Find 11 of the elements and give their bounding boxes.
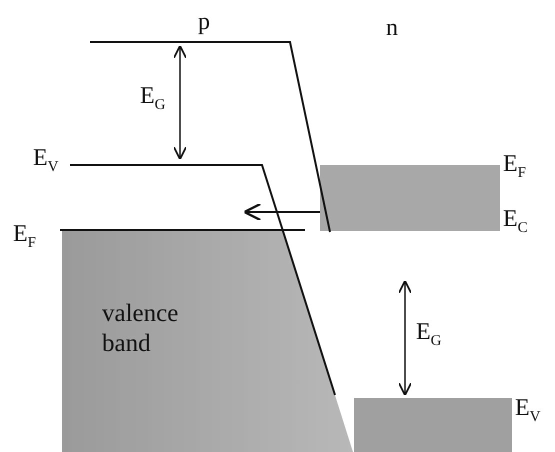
energy-level-label: E$_{V}$ [33,146,59,175]
arrow [243,202,320,222]
energy-level-label: E$_{F}$ [13,222,36,251]
energy-gap-label: E$_{G}$ [140,84,166,113]
junction-side-label: p [198,10,210,34]
junction-side-label: n [386,16,398,40]
band-label: valence band [102,299,180,359]
energy-gap-label: E$_{G}$ [416,320,442,349]
energy-level-label: E$_{C}$ [503,207,528,236]
energy-level-label: E$_{F}$ [503,152,526,181]
energy-level-label: E$_{V}$ [515,396,541,425]
